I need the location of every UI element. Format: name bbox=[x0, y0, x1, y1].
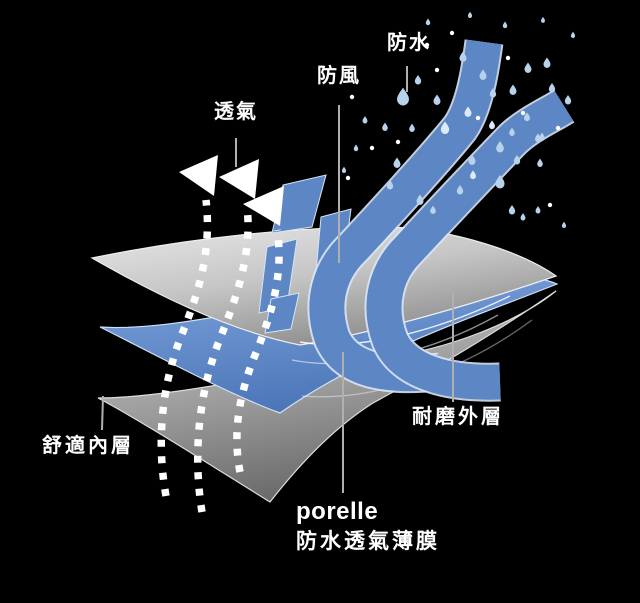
water-droplet bbox=[543, 57, 551, 68]
water-droplet bbox=[502, 21, 508, 29]
breathability-arrow-trail bbox=[193, 205, 252, 513]
water-droplet bbox=[456, 185, 464, 195]
water-droplet bbox=[393, 157, 401, 168]
droplet-sparkle bbox=[505, 55, 511, 61]
droplet-sparkle bbox=[424, 42, 430, 48]
water-droplet bbox=[397, 87, 409, 106]
label-outer-abrasion-layer: 耐磨外層 bbox=[412, 406, 504, 428]
water-droplet bbox=[570, 31, 576, 38]
water-droplet bbox=[539, 132, 545, 141]
water-droplet bbox=[509, 127, 515, 136]
label-membrane-name: 防水透氣薄膜 bbox=[296, 530, 440, 553]
water-droplet bbox=[548, 83, 556, 93]
water-droplet bbox=[489, 88, 497, 98]
label-breathable: 透氣 bbox=[214, 101, 258, 123]
water-droplet bbox=[425, 18, 431, 26]
water-droplet bbox=[535, 133, 541, 143]
label-windproof: 防風 bbox=[317, 65, 361, 87]
droplet-sparkle bbox=[547, 202, 553, 208]
water-droplet bbox=[433, 94, 441, 105]
water-droplet bbox=[430, 205, 436, 214]
water-droplet bbox=[535, 206, 541, 214]
droplet-sparkle bbox=[475, 115, 481, 121]
label-membrane-brand: porelle bbox=[296, 498, 379, 525]
water-droplet bbox=[362, 116, 368, 124]
droplet-sparkle bbox=[449, 30, 455, 36]
water-droplet bbox=[341, 166, 347, 173]
water-droplet bbox=[495, 174, 505, 189]
water-droplet bbox=[464, 106, 472, 117]
droplet-sparkle bbox=[395, 139, 401, 145]
droplet-sparkle bbox=[349, 94, 355, 100]
breathability-arrow-trail bbox=[157, 199, 212, 497]
water-droplet bbox=[508, 205, 516, 215]
water-droplet bbox=[409, 123, 415, 132]
label-waterproof: 防水 bbox=[387, 32, 431, 54]
water-droplet bbox=[467, 11, 473, 18]
water-droplet bbox=[524, 112, 530, 122]
water-droplet bbox=[513, 155, 521, 165]
water-droplet bbox=[414, 75, 422, 85]
breathability-arrowhead bbox=[219, 159, 259, 199]
water-droplet bbox=[561, 221, 567, 228]
water-droplet bbox=[382, 122, 388, 131]
water-droplet bbox=[541, 16, 545, 23]
water-droplet bbox=[564, 95, 572, 105]
water-droplet bbox=[416, 194, 424, 205]
water-droplet bbox=[440, 121, 450, 134]
water-droplet bbox=[524, 62, 532, 73]
water-droplet bbox=[459, 51, 467, 62]
droplet-sparkle bbox=[555, 125, 561, 131]
breathability-arrowhead bbox=[243, 186, 284, 226]
water-droplet bbox=[386, 180, 394, 190]
droplet-sparkle bbox=[369, 145, 375, 151]
water-droplet bbox=[479, 69, 487, 80]
label-inner-comfort-layer: 舒適內層 bbox=[42, 435, 134, 457]
droplet-sparkle bbox=[345, 175, 351, 181]
water-droplet bbox=[468, 154, 476, 165]
breathability-arrowhead bbox=[179, 155, 218, 196]
breathability-arrow-trail bbox=[233, 229, 283, 473]
water-droplet bbox=[509, 84, 517, 95]
water-droplet bbox=[470, 170, 476, 180]
droplet-sparkle bbox=[434, 67, 440, 73]
droplet-sparkle bbox=[520, 110, 526, 116]
water-droplet bbox=[537, 158, 543, 167]
water-droplet bbox=[489, 120, 495, 130]
water-droplet bbox=[520, 213, 526, 221]
water-droplet bbox=[496, 140, 504, 153]
water-droplet bbox=[353, 144, 359, 152]
wind-water-ribbon-right bbox=[366, 91, 574, 400]
leader-line bbox=[101, 395, 104, 431]
